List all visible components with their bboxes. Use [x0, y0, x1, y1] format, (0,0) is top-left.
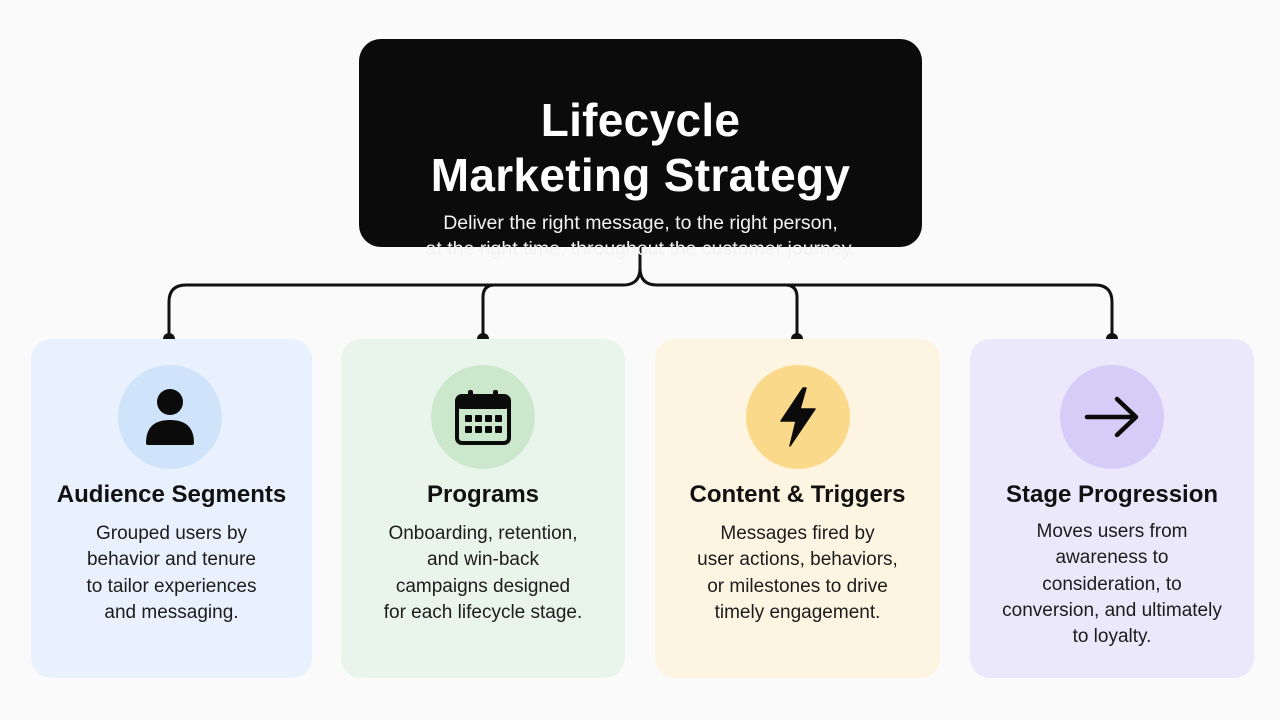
card-description-line: user actions, behaviors,	[697, 549, 898, 571]
card-title: Stage Progression	[1005, 481, 1219, 508]
connector-to-content	[783, 283, 799, 340]
card-description-line: for each lifecycle stage.	[383, 601, 583, 623]
card-title: Programs	[426, 481, 540, 508]
card-description: Grouped users by behavior and tenure to …	[31, 521, 312, 626]
lightning-bolt-icon	[746, 365, 850, 469]
card-description-line: consideration, to	[1042, 573, 1182, 595]
card-content-triggers: Content & Triggers Messages fired by use…	[655, 339, 940, 678]
root-node: Lifecycle Marketing Strategy Deliver the…	[359, 39, 922, 260]
root-title: Lifecycle Marketing Strategy	[359, 93, 922, 203]
card-description: Onboarding, retention, and win-back camp…	[341, 521, 625, 626]
root-subtitle-line: at the right time, throughout the custom…	[425, 238, 856, 260]
card-description-line: Onboarding, retention,	[388, 523, 578, 544]
card-description-line: Grouped users by	[95, 523, 248, 544]
root-title-line: Lifecycle	[540, 94, 741, 146]
card-audience-segments: Audience Segments Grouped users by behav…	[31, 339, 312, 678]
connector-to-programs	[481, 283, 497, 340]
card-description-line: timely engagement.	[714, 601, 881, 623]
card-description: Messages fired by user actions, behavior…	[655, 521, 940, 626]
card-description-line: to loyalty.	[1072, 626, 1152, 648]
root-title-line: Marketing Strategy	[430, 149, 851, 201]
card-description-line: Messages fired by	[720, 523, 875, 544]
card-description-line: and win-back	[427, 549, 539, 571]
card-description-line: and messaging.	[104, 601, 239, 623]
card-title: Audience Segments	[56, 481, 287, 508]
card-description-line: conversion, and ultimately	[1002, 599, 1222, 621]
card-description-line: or milestones to drive	[707, 575, 888, 597]
card-description-line: awareness to	[1055, 547, 1169, 569]
card-description-line: Moves users from	[1036, 521, 1188, 542]
card-stage-progression: Stage Progression Moves users from aware…	[970, 339, 1254, 678]
connector-to-audience	[638, 266, 1114, 340]
calendar-icon	[431, 365, 535, 469]
card-description: Moves users from awareness to considerat…	[970, 519, 1254, 650]
person-icon	[118, 365, 222, 469]
card-description-line: behavior and tenure	[86, 549, 256, 571]
root-subtitle: Deliver the right message, to the right …	[359, 210, 922, 262]
card-title: Content & Triggers	[689, 481, 906, 508]
card-description-line: to tailor experiences	[86, 575, 257, 597]
card-programs: Programs Onboarding, retention, and win-…	[341, 339, 625, 678]
root-subtitle-line: Deliver the right message, to the right …	[443, 212, 838, 234]
arrow-right-icon	[1060, 365, 1164, 469]
card-description-line: campaigns designed	[395, 575, 571, 597]
